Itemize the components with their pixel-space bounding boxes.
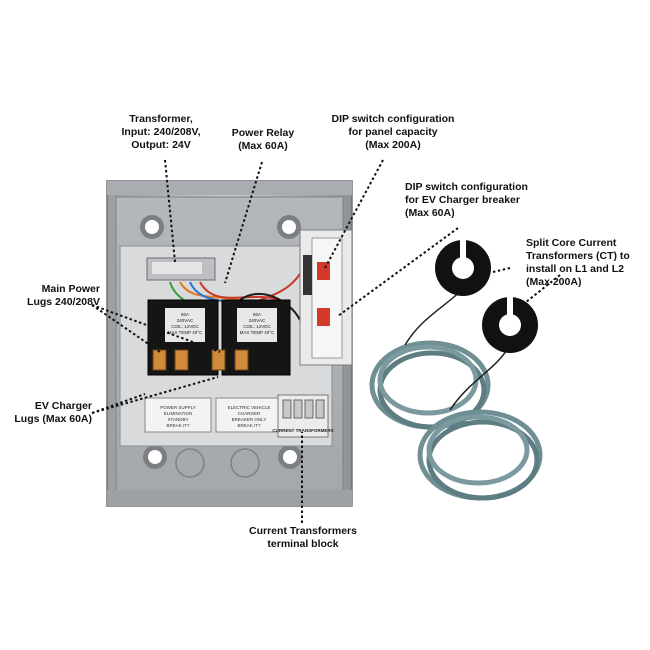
mounting-hole-icon (140, 215, 302, 469)
relay-right-text: 60A (253, 312, 261, 317)
ct-terminal-block: CURRENT TRANSFORMERS (272, 394, 334, 438)
callout-dip-panel: DIP switch configuration for panel capac… (331, 113, 455, 151)
callout-dip-ev: DIP switch configuration for EV Charger … (405, 181, 528, 219)
relay-left-text: 60A (181, 312, 189, 317)
callout-split-core: Split Core Current Transformers (CT) to … (526, 237, 630, 288)
leader-lines (91, 159, 561, 523)
knockout-icon (175, 448, 260, 478)
svg-text:COIL: 12VDC: COIL: 12VDC (171, 324, 199, 329)
lugs (152, 349, 249, 371)
callout-ct-terminal: Current Transformers terminal block (249, 525, 357, 550)
svg-text:240VAC: 240VAC (177, 318, 194, 323)
svg-text:ELECTRIC VEHICLE: ELECTRIC VEHICLE (228, 405, 271, 410)
info-panels: POWER SUPPLY ELIMINATION STANDBY BREAK I… (144, 397, 283, 433)
svg-text:MAX TEMP 40°C: MAX TEMP 40°C (168, 330, 203, 335)
svg-text:CHARGER: CHARGER (238, 411, 261, 416)
control-board (299, 229, 353, 366)
svg-text:MAX TEMP 40°C: MAX TEMP 40°C (240, 330, 275, 335)
svg-text:240VAC: 240VAC (249, 318, 266, 323)
split-core-ct-1 (435, 240, 491, 296)
svg-text:BREAK IT?: BREAK IT? (166, 423, 190, 428)
ct-leads (404, 289, 509, 411)
dip-switch-panel (317, 262, 330, 280)
svg-text:POWER SUPPLY: POWER SUPPLY (160, 405, 196, 410)
callout-main-power: Main Power Lugs 240/208V (27, 283, 100, 308)
ct-block-label: CURRENT TRANSFORMERS (272, 428, 333, 433)
ct-cable-coils (369, 340, 543, 501)
svg-text:STANDBY: STANDBY (168, 417, 189, 422)
svg-text:COIL: 12VDC: COIL: 12VDC (243, 324, 271, 329)
svg-text:BREAKER ONLY: BREAKER ONLY (232, 417, 267, 422)
callout-power-relay: Power Relay (Max 60A) (231, 127, 295, 152)
dip-switch-ev (317, 308, 330, 326)
svg-text:ELIMINATION: ELIMINATION (164, 411, 192, 416)
callout-ev-charger: EV Charger Lugs (Max 60A) (14, 400, 92, 425)
split-core-ct-2 (482, 297, 538, 353)
svg-text:BREAK IT?: BREAK IT? (237, 423, 261, 428)
callout-transformer: Transformer, Input: 240/208V, Output: 24… (121, 113, 201, 151)
power-relay-right: 60A 240VAC COIL: 12VDC MAX TEMP 40°C (221, 299, 291, 376)
transformer (146, 257, 216, 281)
